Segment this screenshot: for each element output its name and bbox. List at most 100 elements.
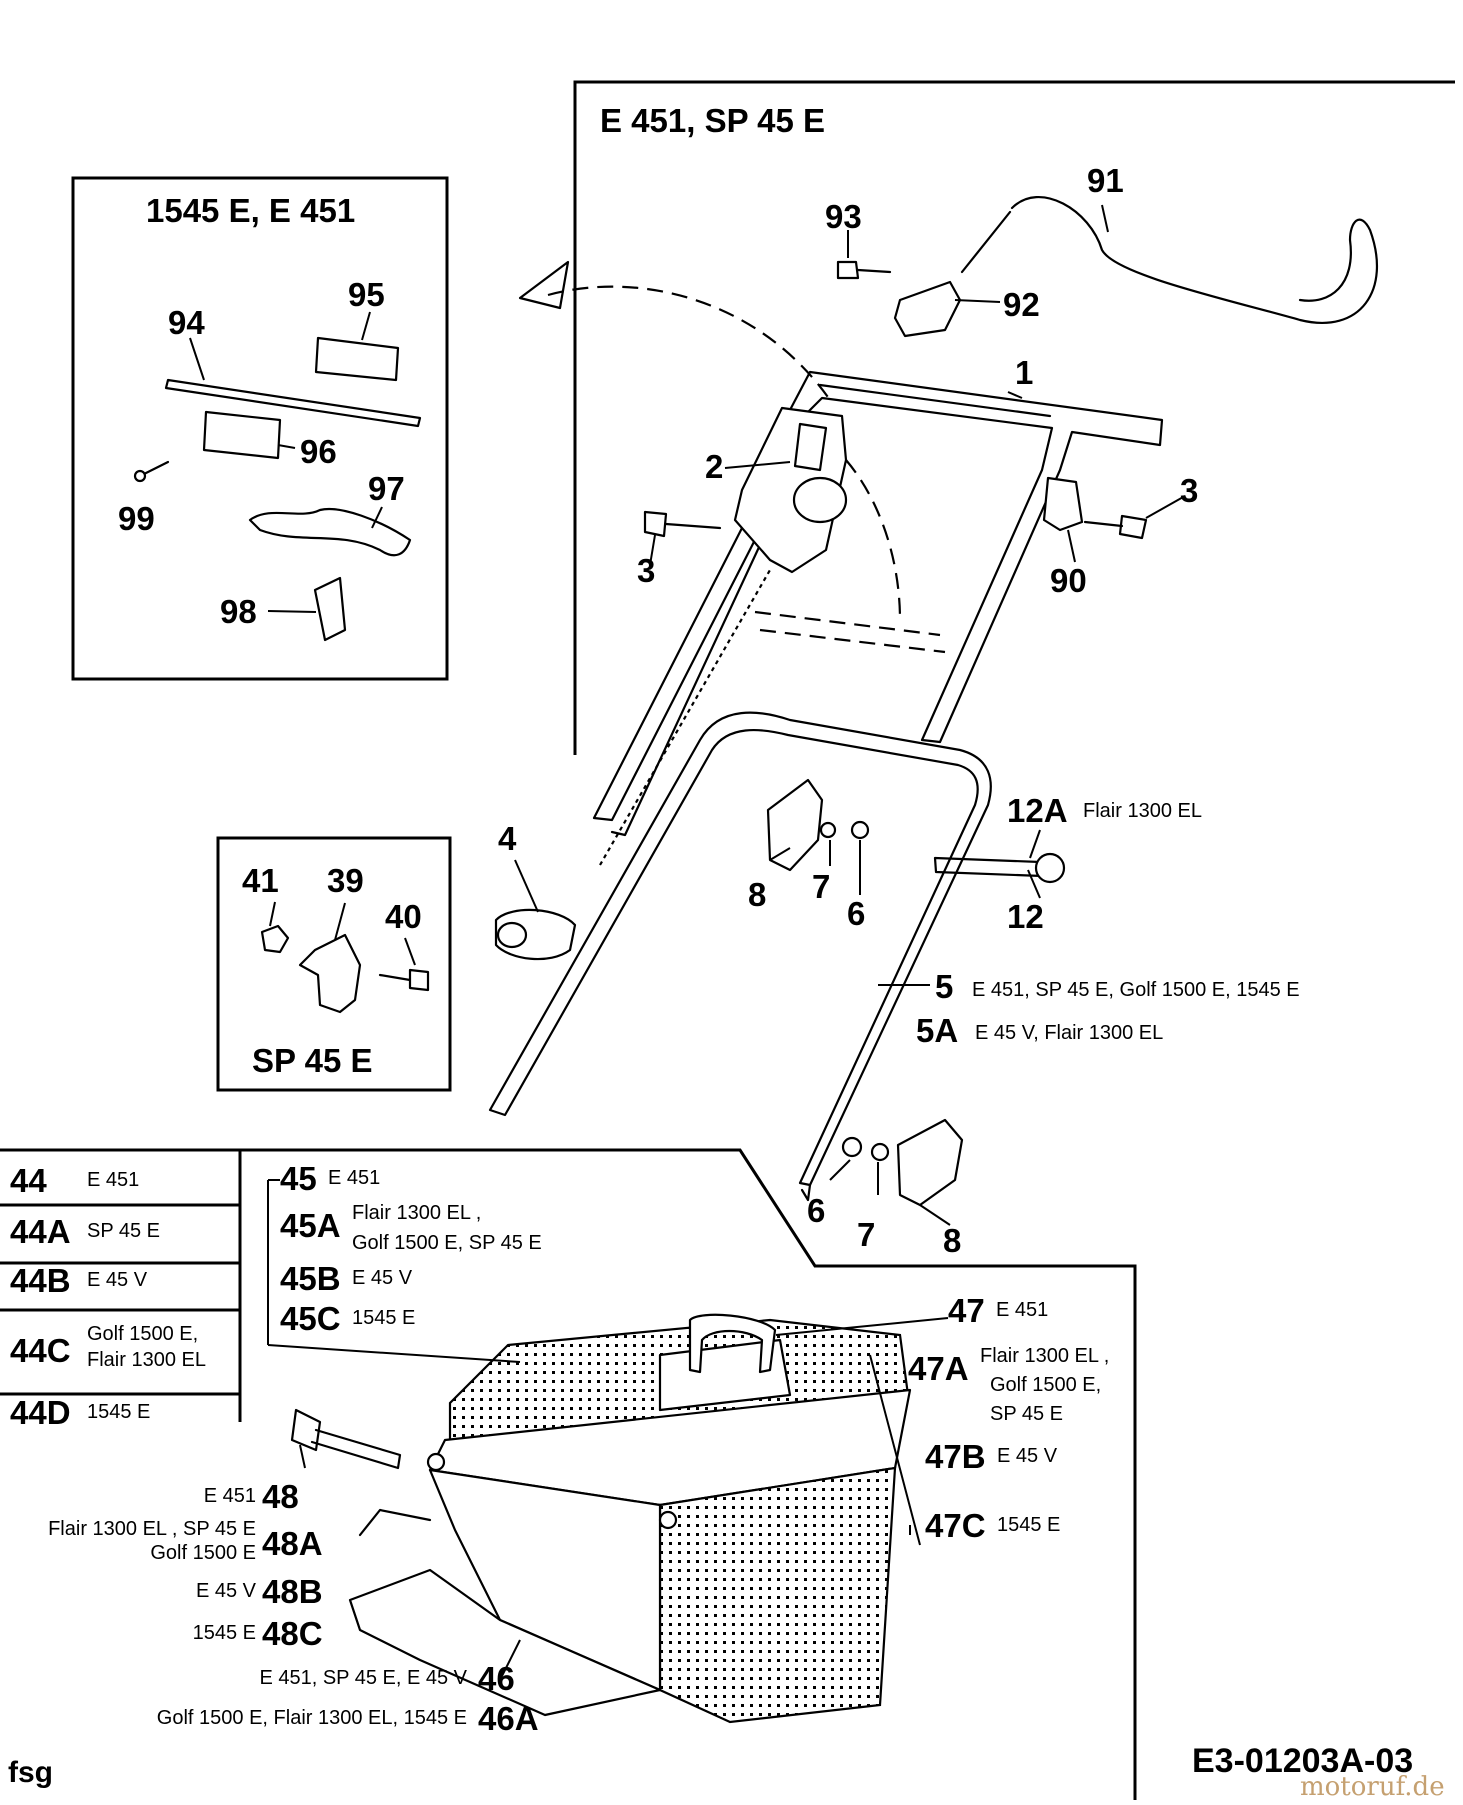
callout-12: 12 xyxy=(1007,898,1044,935)
table-44-num: 44D xyxy=(10,1394,71,1431)
callout-90: 90 xyxy=(1050,562,1087,599)
list-46-num: 46 xyxy=(478,1660,515,1697)
cable-lower xyxy=(599,569,771,866)
callout-12A: 12A xyxy=(1007,792,1068,829)
list-47-note: Flair 1300 EL , xyxy=(980,1345,1109,1367)
callout-7-lower: 7 xyxy=(857,1216,875,1253)
list-47-note: Golf 1500 E, xyxy=(990,1374,1101,1396)
screws-3 xyxy=(643,510,1148,540)
callout-40: 40 xyxy=(385,898,422,935)
cable-91 xyxy=(960,196,1379,324)
list-47-num: 47 xyxy=(948,1292,985,1329)
callout-1: 1 xyxy=(1015,354,1033,391)
callout-92: 92 xyxy=(1003,286,1040,323)
watermark-text: motoruf.de xyxy=(1300,1772,1445,1800)
callout-3-left: 3 xyxy=(637,552,655,589)
list-46-note: E 451, SP 45 E, E 45 V xyxy=(259,1667,467,1689)
screw-93 xyxy=(836,260,892,280)
list-45-note: E 451 xyxy=(328,1167,380,1189)
list-47-note: SP 45 E xyxy=(990,1403,1063,1425)
callout-3-right: 3 xyxy=(1180,472,1198,509)
list-45-num: 45A xyxy=(280,1207,341,1244)
list-47-num: 47B xyxy=(925,1438,986,1475)
callout-5: 5 xyxy=(935,968,953,1005)
callout-6-lower: 6 xyxy=(807,1192,825,1229)
list-48-note: E 45 V xyxy=(196,1580,257,1602)
table-44-note: 1545 E xyxy=(87,1401,150,1423)
list-47-num: 47A xyxy=(908,1350,969,1387)
table-44-note: E 45 V xyxy=(87,1269,148,1291)
callout-41: 41 xyxy=(242,862,279,899)
axle-48 xyxy=(290,1408,402,1470)
list-47-num: 47C xyxy=(925,1507,986,1544)
drawing-number: E3-01203A-03 xyxy=(1192,1742,1413,1780)
list-46-num: 46A xyxy=(478,1700,539,1737)
panel-frame-lower xyxy=(0,1148,1137,1800)
table-44-num: 44B xyxy=(10,1262,71,1299)
table-44-num: 44A xyxy=(10,1213,71,1250)
callout-95: 95 xyxy=(348,276,385,313)
list-46-note: Golf 1500 E, Flair 1300 EL, 1545 E xyxy=(157,1707,467,1729)
clip-92 xyxy=(893,280,962,338)
lower-handle-5 xyxy=(488,711,992,1202)
panel-title-sp45e: SP 45 E xyxy=(252,1042,372,1079)
list-45-note: 1545 E xyxy=(352,1307,415,1329)
list-45-num: 45B xyxy=(280,1260,341,1297)
list-45-note: Flair 1300 EL , xyxy=(352,1202,481,1224)
grass-catcher xyxy=(348,1313,912,1724)
table-44-note: E 451 xyxy=(87,1169,139,1191)
list-45-num: 45C xyxy=(280,1300,341,1337)
list-47-note: E 451 xyxy=(996,1299,1048,1321)
callout-7-upper: 7 xyxy=(812,868,830,905)
callout-8-upper: 8 xyxy=(748,876,766,913)
callout-93: 93 xyxy=(825,198,862,235)
panel-frame-1545e xyxy=(71,176,449,681)
bolt-12 xyxy=(933,852,1066,884)
panel-frame-top-right xyxy=(573,80,1455,755)
table-44 xyxy=(0,1203,240,1396)
panel-title-top-right: E 451, SP 45 E xyxy=(600,102,825,139)
list-48-num: 48B xyxy=(262,1573,323,1610)
leader-lines xyxy=(189,204,1186,1681)
note-12A: Flair 1300 EL xyxy=(1083,800,1202,822)
list-48-note: E 451 xyxy=(204,1485,256,1507)
callout-96: 96 xyxy=(300,433,337,470)
callout-91: 91 xyxy=(1087,162,1124,199)
callouts: 1 2 3 3 4 5 5A 6 6 7 7 8 8 12 12A 39 40 … xyxy=(118,162,1198,1259)
list-45-note: Golf 1500 E, SP 45 E xyxy=(352,1232,542,1254)
table-44-note: Golf 1500 E, xyxy=(87,1323,198,1345)
list-47-note: 1545 E xyxy=(997,1514,1060,1536)
callout-99: 99 xyxy=(118,500,155,537)
callout-8-lower: 8 xyxy=(943,1222,961,1259)
upper-handle-assembly xyxy=(518,260,1164,837)
list-48-num: 48A xyxy=(262,1525,323,1562)
panel-title-1545e: 1545 E, E 451 xyxy=(146,192,355,229)
callout-97: 97 xyxy=(368,470,405,507)
list-48-note: Flair 1300 EL , SP 45 E xyxy=(48,1518,256,1540)
callout-94: 94 xyxy=(168,304,205,341)
callout-4: 4 xyxy=(498,820,517,857)
callout-39: 39 xyxy=(327,862,364,899)
list-45-num: 45 xyxy=(280,1160,317,1197)
list-48-note: Golf 1500 E xyxy=(150,1542,256,1564)
parts-94-99 xyxy=(133,336,422,642)
callout-5A: 5A xyxy=(916,1012,958,1049)
footer-code: fsg xyxy=(8,1756,53,1789)
list-48-num: 48 xyxy=(262,1478,299,1515)
table-44-note: Flair 1300 EL xyxy=(87,1349,206,1371)
callout-2: 2 xyxy=(705,448,723,485)
note-5A: E 45 V, Flair 1300 EL xyxy=(975,1022,1163,1044)
list-48-num: 48C xyxy=(262,1615,323,1652)
list-48-note: 1545 E xyxy=(193,1622,256,1644)
knob-8-lower xyxy=(841,1118,964,1207)
list-47-note: E 45 V xyxy=(997,1445,1058,1467)
parts-39-41 xyxy=(260,924,430,1014)
panel-frame-sp45e xyxy=(216,836,452,1092)
table-44-note: SP 45 E xyxy=(87,1220,160,1242)
clamp-4 xyxy=(494,908,577,961)
table-44-num: 44 xyxy=(10,1162,47,1199)
note-5: E 451, SP 45 E, Golf 1500 E, 1545 E xyxy=(972,979,1300,1001)
